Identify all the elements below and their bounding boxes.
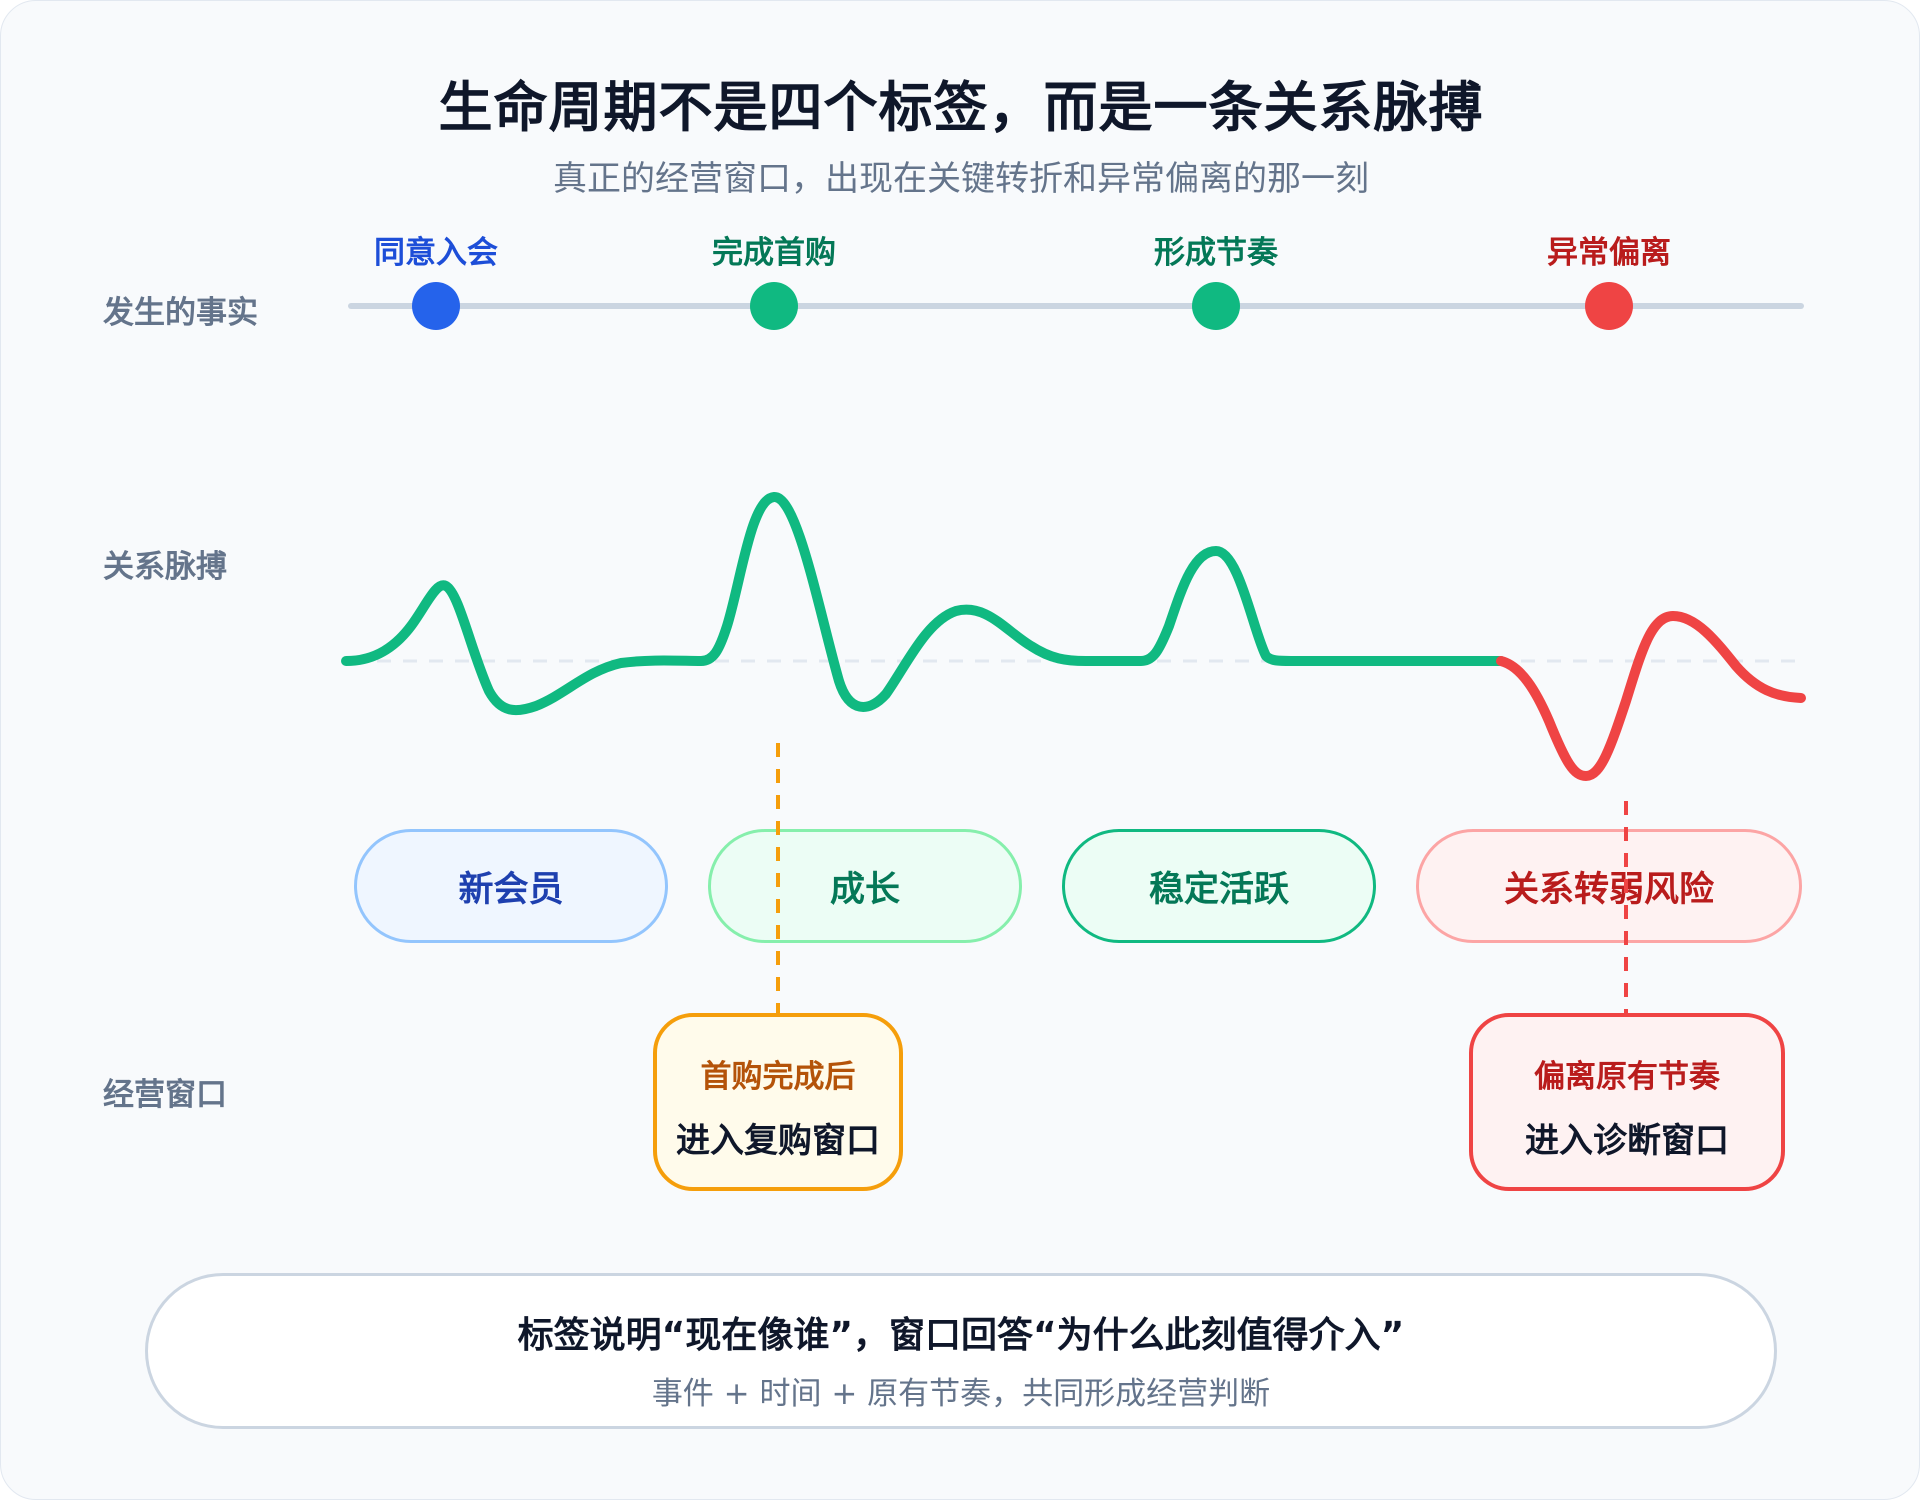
event-dot-join <box>412 282 460 330</box>
summary-box: 标签说明“现在像谁”，窗口回答“为什么此刻值得介入” 事件 + 时间 + 原有节… <box>145 1273 1777 1429</box>
pulse-wave-risk <box>1496 611 1806 781</box>
row-label-events: 发生的事实 <box>103 295 258 331</box>
window-action-repurchase: 进入复购窗口 <box>676 1121 880 1161</box>
event-label-deviation: 异常偏离 <box>1547 235 1671 271</box>
window-box-diagnosis: 偏离原有节奏 进入诊断窗口 <box>1469 1013 1785 1191</box>
row-label-windows: 经营窗口 <box>103 1077 227 1113</box>
row-label-pulse: 关系脉搏 <box>103 549 227 585</box>
stage-pill-stable-active: 稳定活跃 <box>1062 829 1376 943</box>
pulse-wave-normal <box>341 492 1506 716</box>
window-box-repurchase: 首购完成后 进入复购窗口 <box>653 1013 903 1191</box>
event-dot-deviation <box>1585 282 1633 330</box>
window-action-diagnosis: 进入诊断窗口 <box>1525 1121 1729 1161</box>
event-label-first-purchase: 完成首购 <box>712 235 836 271</box>
event-dot-first-purchase <box>750 282 798 330</box>
summary-detail: 事件 + 时间 + 原有节奏，共同形成经营判断 <box>651 1376 1271 1412</box>
stage-pill-growth: 成长 <box>708 829 1022 943</box>
stage-pill-new-member: 新会员 <box>354 829 668 943</box>
page-title: 生命周期不是四个标签，而是一条关系脉搏 <box>438 76 1484 139</box>
summary-headline: 标签说明“现在像谁”，窗口回答“为什么此刻值得介入” <box>517 1315 1405 1356</box>
event-dot-rhythm <box>1192 282 1240 330</box>
window-title-diagnosis: 偏离原有节奏 <box>1534 1059 1720 1095</box>
page-subtitle: 真正的经营窗口，出现在关键转折和异常偏离的那一刻 <box>553 159 1369 199</box>
event-label-rhythm: 形成节奏 <box>1154 235 1278 271</box>
window-title-repurchase: 首购完成后 <box>700 1059 856 1095</box>
event-label-join: 同意入会 <box>374 235 498 271</box>
stage-pill-weakening-risk: 关系转弱风险 <box>1416 829 1802 943</box>
